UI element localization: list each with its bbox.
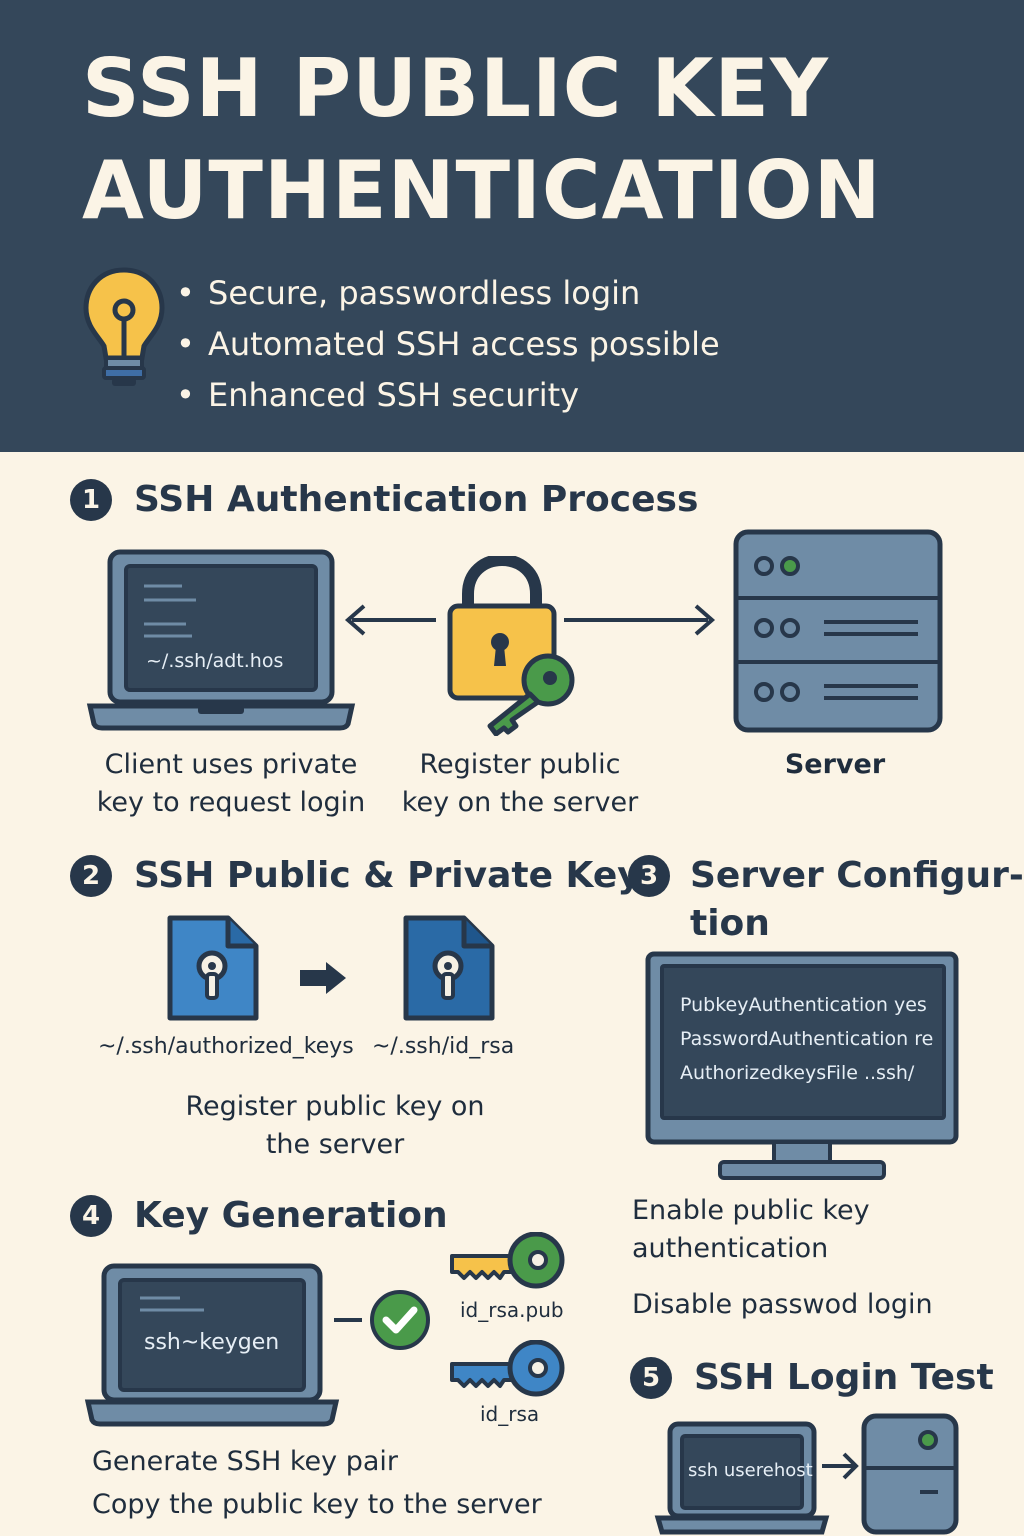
section-3-heading: 3 Server Configur- tion xyxy=(628,852,1024,948)
section-title: Key Generation xyxy=(134,1195,448,1236)
keygen-caption: Generate SSH key pair Copy the public ke… xyxy=(92,1446,542,1520)
step-number: 2 xyxy=(70,855,112,897)
section-5-heading: 5 SSH Login Test xyxy=(630,1354,994,1402)
client-caption: Client uses private key to request login xyxy=(96,749,366,818)
benefit-item: •Secure, passwordless login xyxy=(176,274,641,312)
section-2-heading: 2 SSH Public & Private Key xyxy=(70,852,641,900)
arrow-right-icon xyxy=(822,1452,859,1480)
check-circle-icon xyxy=(334,1290,430,1350)
arrow-right-icon xyxy=(564,604,716,636)
keygen-laptop-icon xyxy=(84,1263,340,1427)
green-key-icon xyxy=(487,653,575,736)
server-caption: Server xyxy=(784,749,886,780)
login-command-text: ssh userehost xyxy=(688,1460,813,1481)
keygen-command-text: ssh~keygen xyxy=(144,1330,280,1355)
benefit-item: •Automated SSH access possible xyxy=(176,325,720,363)
section-1-heading: 1 SSH Authentication Process xyxy=(70,476,698,524)
id-rsa-key-label: id_rsa xyxy=(480,1402,540,1426)
section-title: SSH Public & Private Key xyxy=(134,855,641,896)
id-rsa-pub-label: id_rsa.pub xyxy=(460,1298,564,1322)
register-caption: Register public key on the server xyxy=(401,749,639,818)
client-laptop-icon xyxy=(86,549,356,731)
page-title: SSH PUBLIC KEY AUTHENTICATION xyxy=(82,42,882,237)
arrow-right-icon xyxy=(300,962,346,994)
step-number: 3 xyxy=(628,855,670,897)
benefit-list: •Secure, passwordless login •Automated S… xyxy=(176,268,720,421)
id-rsa-label: ~/.ssh/id_rsa xyxy=(372,1034,515,1059)
public-key-file-icon xyxy=(167,915,259,1021)
server-rack-icon xyxy=(733,529,943,733)
register-key-caption: Register public key on the server xyxy=(185,1091,485,1160)
laptop-path-text: ~/.ssh/adt.hos xyxy=(146,650,284,672)
public-key-icon xyxy=(450,1232,565,1289)
section-title: SSH Login Test xyxy=(694,1357,994,1398)
arrow-left-icon xyxy=(344,604,436,636)
step-number: 5 xyxy=(630,1357,672,1399)
private-key-file-icon xyxy=(403,915,495,1021)
section-4-heading: 4 Key Generation xyxy=(70,1192,448,1240)
test-laptop-icon xyxy=(654,1421,830,1535)
disable-password-caption: Disable passwod login xyxy=(632,1289,933,1320)
monitor-icon xyxy=(645,951,959,1180)
sshd-config-text: PubkeyAuthentication yes PasswordAuthent… xyxy=(680,994,934,1084)
benefit-item: •Enhanced SSH security xyxy=(176,376,580,414)
test-server-icon xyxy=(861,1413,959,1535)
enable-pubkey-caption: Enable public key authentication xyxy=(632,1195,870,1264)
section-title: Server Configur- tion xyxy=(690,855,1024,944)
step-number: 4 xyxy=(70,1195,112,1237)
private-key-icon xyxy=(450,1340,565,1397)
header-banner: SSH PUBLIC KEY AUTHENTICATION •Secure, p… xyxy=(0,0,1024,452)
authorized-keys-label: ~/.ssh/authorized_keys xyxy=(98,1034,354,1059)
lightbulb-icon xyxy=(83,267,165,386)
section-title: SSH Authentication Process xyxy=(134,479,699,520)
step-number: 1 xyxy=(70,479,112,521)
